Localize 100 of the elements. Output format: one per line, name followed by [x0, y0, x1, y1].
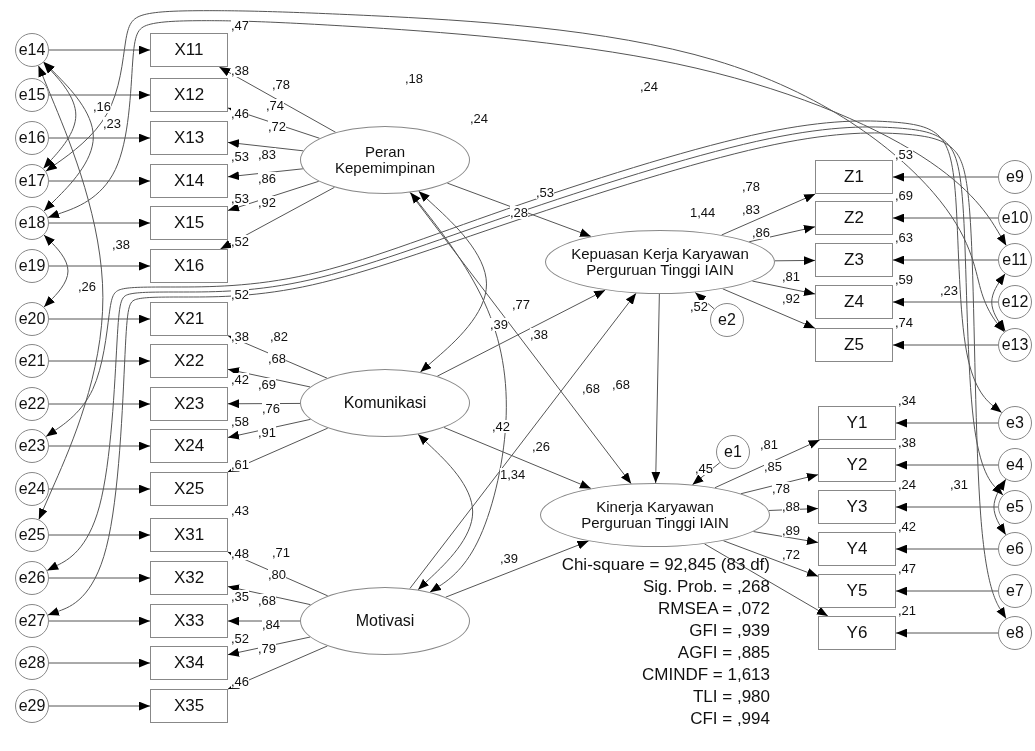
- path-arrow: [895, 628, 999, 638]
- coefficient-label: ,28: [510, 206, 529, 219]
- indicator-box: Y3: [818, 490, 896, 524]
- error-circle: e15: [15, 78, 49, 112]
- covariance-arrow: [42, 62, 77, 169]
- path-arrow: [218, 66, 337, 133]
- error-circle: e17: [15, 164, 49, 198]
- path-arrow: [227, 367, 311, 388]
- coefficient-label: ,46: [231, 107, 250, 120]
- error-circle: e18: [15, 206, 49, 240]
- indicator-box: X23: [150, 387, 228, 421]
- coefficient-label: ,85: [764, 460, 783, 473]
- coefficient-label: ,72: [268, 120, 287, 133]
- coefficient-label: ,92: [782, 292, 801, 305]
- indicator-box: X25: [150, 472, 228, 506]
- path-arrow: [48, 658, 151, 668]
- path-arrow: [227, 645, 328, 690]
- indicator-box: X13: [150, 121, 228, 155]
- indicator-box: X11: [150, 33, 228, 67]
- fit-statistic: TLI = ,980: [691, 688, 770, 707]
- error-circle: e6: [998, 532, 1032, 566]
- coefficient-label: ,38: [231, 64, 250, 77]
- indicator-box: X15: [150, 206, 228, 240]
- path-arrow: [48, 218, 151, 228]
- path-arrow: [895, 460, 999, 470]
- path-arrow: [409, 292, 637, 589]
- path-arrow: [227, 399, 301, 409]
- fit-statistic: Chi-square = 92,845 (83 df): [560, 556, 770, 575]
- coefficient-label: ,91: [258, 426, 277, 439]
- indicator-box: X35: [150, 689, 228, 723]
- coefficient-label: ,68: [258, 594, 277, 607]
- path-arrow: [409, 192, 632, 485]
- coefficient-label: ,78: [272, 78, 291, 91]
- path-arrow: [48, 45, 151, 55]
- path-arrow: [445, 540, 589, 598]
- path-arrow: [48, 356, 151, 366]
- coefficient-label: ,79: [258, 642, 277, 655]
- coefficient-label: ,38: [112, 238, 131, 251]
- error-circle: e26: [15, 561, 49, 595]
- coefficient-label: ,18: [405, 72, 424, 85]
- path-arrow: [892, 340, 999, 350]
- coefficient-label: ,63: [895, 231, 914, 244]
- coefficient-label: ,83: [258, 148, 277, 161]
- error-circle: e22: [15, 387, 49, 421]
- path-arrow: [722, 540, 819, 577]
- coefficient-label: ,89: [782, 524, 801, 537]
- coefficient-label: ,81: [782, 270, 801, 283]
- coefficient-label: ,38: [530, 328, 549, 341]
- path-arrow: [774, 256, 816, 265]
- error-circle: e10: [998, 201, 1032, 235]
- coefficient-label: ,23: [103, 117, 122, 130]
- indicator-box: Z1: [815, 160, 893, 194]
- path-arrow: [48, 616, 151, 626]
- coefficient-label: ,74: [895, 316, 914, 329]
- error-circle: e1: [716, 435, 750, 469]
- path-arrow: [227, 180, 320, 212]
- indicator-box: X32: [150, 561, 228, 595]
- indicator-box: Y6: [818, 616, 896, 650]
- indicator-box: Z5: [815, 328, 893, 362]
- error-circle: e9: [998, 160, 1032, 194]
- coefficient-label: ,53: [536, 186, 555, 199]
- error-circle: e2: [710, 303, 744, 337]
- coefficient-label: ,52: [690, 300, 709, 313]
- indicator-box: X34: [150, 646, 228, 680]
- coefficient-label: ,58: [231, 415, 250, 428]
- indicator-box: Y5: [818, 574, 896, 608]
- path-arrow: [895, 544, 999, 554]
- path-arrow: [227, 636, 311, 657]
- coefficient-label: ,69: [895, 189, 914, 202]
- coefficient-label: ,80: [268, 568, 287, 581]
- coefficient-label: ,52: [231, 235, 250, 248]
- indicator-box: X31: [150, 518, 228, 552]
- path-arrow: [748, 225, 816, 243]
- coefficient-label: ,46: [231, 675, 250, 688]
- path-arrow: [48, 573, 151, 583]
- covariance-arrow: [417, 433, 474, 591]
- latent-ellipse: Peran Kepemimpinan: [300, 126, 470, 194]
- path-arrow: [48, 90, 151, 100]
- error-circle: e29: [15, 689, 49, 723]
- path-arrow: [714, 439, 821, 489]
- error-circle: e20: [15, 302, 49, 336]
- coefficient-label: ,21: [898, 604, 917, 617]
- path-arrow: [48, 261, 151, 271]
- fit-statistic: CFI = ,994: [689, 710, 770, 729]
- path-arrow: [48, 530, 151, 540]
- indicator-box: Z4: [815, 285, 893, 319]
- coefficient-label: ,74: [266, 99, 285, 112]
- coefficient-label: ,88: [782, 500, 801, 513]
- coefficient-label: ,39: [490, 318, 509, 331]
- coefficient-label: ,77: [512, 298, 531, 311]
- path-arrow: [48, 484, 151, 494]
- coefficient-label: ,86: [752, 226, 771, 239]
- coefficient-label: ,69: [258, 378, 277, 391]
- coefficient-label: ,24: [640, 80, 659, 93]
- coefficient-label: ,52: [231, 288, 250, 301]
- path-arrow: [48, 314, 151, 324]
- coefficient-label: 1,34: [500, 468, 526, 481]
- coefficient-label: ,61: [231, 458, 250, 471]
- path-arrow: [227, 427, 329, 473]
- path-arrow: [651, 293, 661, 484]
